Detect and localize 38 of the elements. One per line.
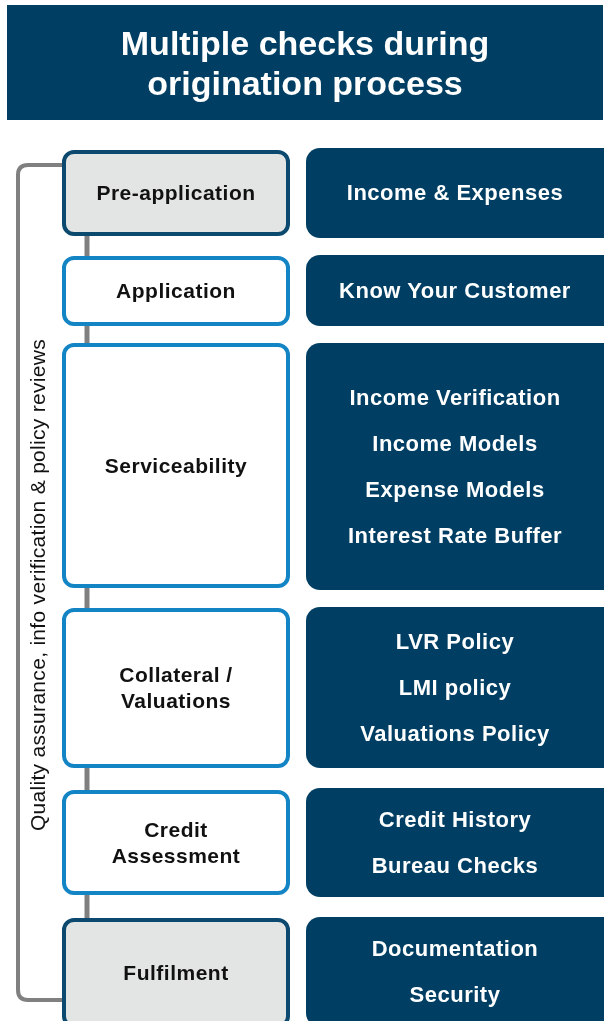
stage-box <box>62 608 290 768</box>
check-panel <box>306 788 604 897</box>
stage-label: Fulfilment <box>122 960 230 986</box>
check-item: LVR Policy <box>395 628 515 655</box>
check-panel <box>306 917 604 1021</box>
stage-box <box>62 918 290 1021</box>
stage-label: Application <box>115 278 237 304</box>
check-item: Expense Models <box>365 476 545 503</box>
check-panel <box>306 343 604 590</box>
stage-box <box>62 790 290 895</box>
check-panel <box>306 255 604 326</box>
connector-line <box>84 768 90 790</box>
check-panel <box>306 148 604 238</box>
check-item: Income & Expenses <box>346 180 564 206</box>
title-banner: Multiple checks during origination process <box>7 5 603 120</box>
check-item: LMI policy <box>398 674 512 701</box>
connector-line <box>84 236 90 256</box>
check-item: Credit History <box>378 806 532 833</box>
check-item: Income Verification <box>349 384 561 411</box>
check-item: Interest Rate Buffer <box>347 522 563 549</box>
check-item: Security <box>409 982 501 1008</box>
check-item: Bureau Checks <box>371 852 539 879</box>
bracket-label: Quality assurance, info verification & policy reviews <box>26 338 50 832</box>
check-item: Valuations Policy <box>360 720 550 747</box>
stage-label: Pre-application <box>95 180 257 206</box>
check-item: Know Your Customer <box>339 277 571 304</box>
connector-line <box>84 895 90 918</box>
connector-line <box>84 326 90 343</box>
stage-label: Collateral / Valuations <box>118 662 234 714</box>
stage-label: Serviceability <box>103 452 249 479</box>
check-item: Income Models <box>372 430 538 457</box>
stage-label: Credit Assessment <box>110 816 242 869</box>
connector-line <box>84 588 90 608</box>
stage-box <box>62 343 290 588</box>
check-item: Documentation <box>371 936 539 962</box>
stage-box <box>62 256 290 326</box>
stage-box <box>62 150 290 236</box>
check-panel <box>306 607 604 768</box>
